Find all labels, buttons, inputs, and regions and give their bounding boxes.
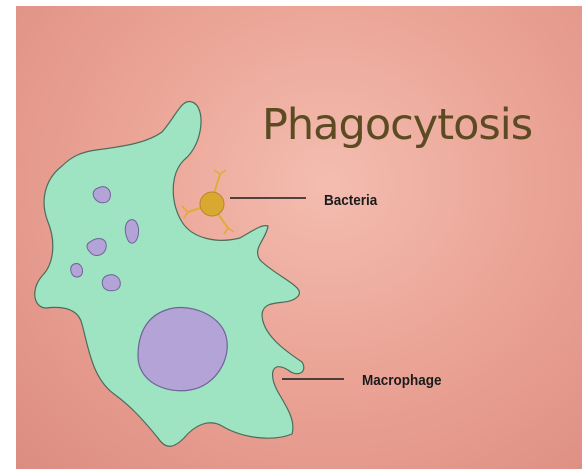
bacteria-label: Bacteria [324,192,377,209]
macrophage-label: Macrophage [362,372,442,389]
vesicle [71,264,83,277]
vesicle [102,275,120,291]
diagram-illustration [16,6,582,469]
diagram-title: Phagocytosis [262,100,532,150]
diagram-background: Phagocytosis Bacteria Macrophage [16,6,582,469]
vesicle [93,187,110,203]
vesicle [125,220,138,243]
macrophage-nucleus [138,308,227,391]
bacteria-cell [182,170,234,234]
